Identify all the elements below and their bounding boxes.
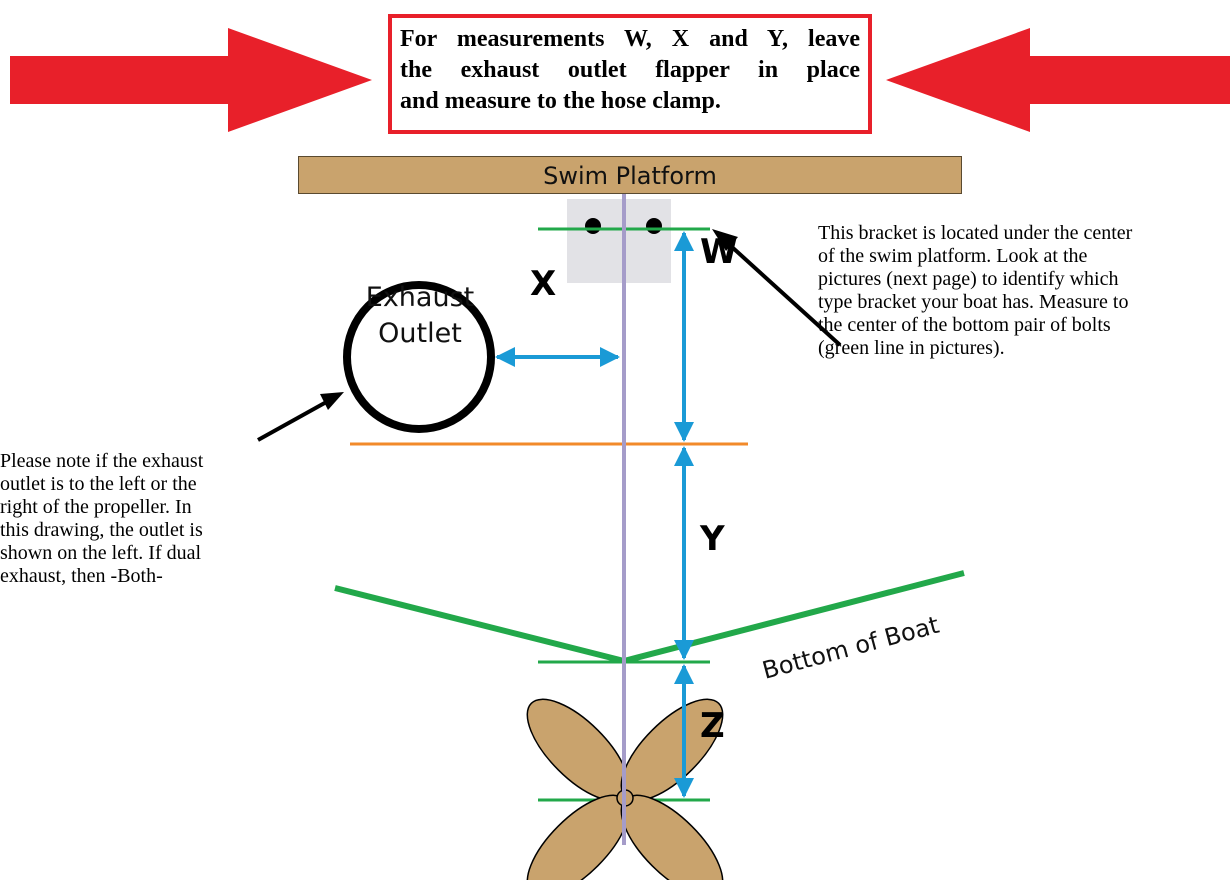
swim-platform-label: Swim Platform	[543, 162, 717, 190]
notice-line: For measurements W, X and Y, leave	[400, 26, 860, 52]
bracket-bolt-right	[646, 218, 662, 234]
notice-line: and measure to the hose clamp.	[400, 88, 721, 114]
bracket-pointer-arrow	[712, 229, 842, 347]
right-red-arrow	[886, 28, 1230, 132]
left-note-line: right of the propeller. In	[0, 496, 192, 518]
exhaust-side-note: Please note if the exhaust outlet is to …	[0, 450, 290, 588]
measurement-z-label: Z	[700, 706, 725, 746]
exhaust-outlet-circle	[343, 281, 495, 433]
bracket-note-line: of the swim platform. Look at the	[818, 245, 1088, 267]
bracket-note-line: type bracket your boat has. Measure to	[818, 291, 1129, 313]
measurement-y-label: Y	[700, 519, 725, 559]
exhaust-outlet-label: Exhaust Outlet	[342, 280, 498, 352]
exhaust-label-line2: Outlet	[378, 318, 462, 349]
notice-box: For measurements W, X and Y, leave the e…	[388, 14, 872, 134]
measurement-w-label: W	[700, 232, 738, 272]
left-note-line: this drawing, the outlet is	[0, 519, 203, 541]
measurement-x-label: X	[530, 264, 557, 304]
left-note-line: exhaust, then -Both-	[0, 565, 163, 587]
notice-line: the exhaust outlet flapper in place	[400, 57, 860, 83]
exhaust-pointer-arrow	[257, 392, 344, 442]
left-note-line: Please note if the exhaust	[0, 450, 204, 472]
left-note-line: shown on the left. If dual	[0, 542, 202, 564]
bracket-note-line: (green line in pictures).	[818, 337, 1005, 359]
bracket-bolt-left	[585, 218, 601, 234]
bracket-note-line: pictures (next page) to identify which	[818, 268, 1119, 290]
exhaust-label-line1: Exhaust	[365, 282, 475, 313]
bracket-note-line: This bracket is located under the center	[818, 222, 1133, 244]
left-red-arrow	[10, 28, 372, 132]
hull-line-left	[334, 585, 625, 664]
bracket	[567, 199, 671, 283]
swim-platform: Swim Platform	[298, 156, 962, 194]
left-note-line: outlet is to the left or the	[0, 473, 197, 495]
bracket-note-line: the center of the bottom pair of bolts	[818, 314, 1111, 336]
bracket-note: This bracket is located under the center…	[818, 222, 1230, 360]
propeller	[526, 698, 724, 880]
